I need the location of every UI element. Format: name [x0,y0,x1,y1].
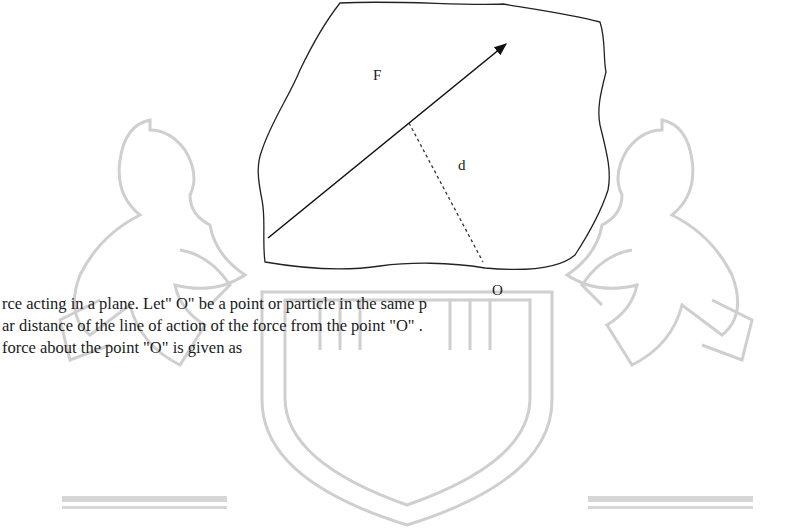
body-text: rce acting in a plane. Let" O" be a poin… [2,296,427,313]
body-text: force about the point "O" is given as [2,340,242,357]
body-outline [258,2,609,269]
force-line [268,44,506,238]
point-label: O [492,283,503,298]
distance-label: d [458,158,466,173]
body-text: ar distance of the line of action of the… [2,318,423,335]
perpendicular-line [409,123,483,262]
force-label: F [373,68,381,83]
watermark-bars [62,496,753,509]
